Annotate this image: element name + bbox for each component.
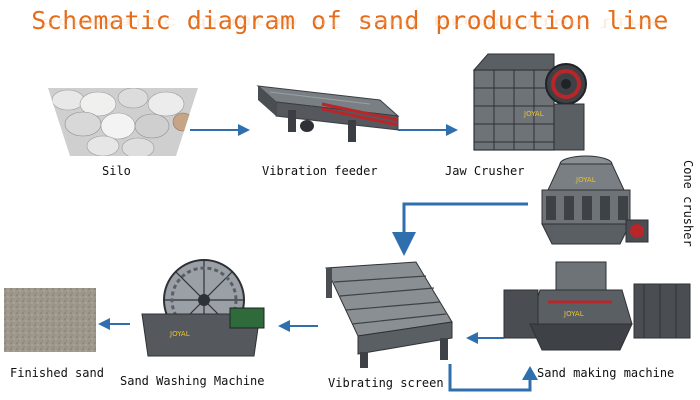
flow-arrow-silo-to-feeder (190, 124, 250, 136)
silo-image (48, 88, 198, 156)
title-reflection: Schematic diagram of sand production lin… (41, 15, 659, 31)
sand-making-brand-logo: JOYAL (563, 310, 584, 318)
vibrating-screen-image (320, 258, 460, 370)
jaw-crusher-image: JOYAL (468, 44, 590, 156)
diagram-title: Schematic diagram of sand production lin… (31, 6, 669, 35)
silo-label: Silo (102, 164, 131, 178)
flow-arrow-screen-to-washer (278, 320, 318, 332)
cone-crusher-image: JOYAL (520, 150, 650, 250)
flow-arrow-cone-to-screen (392, 202, 528, 256)
jaw-crusher-label: Jaw Crusher (445, 164, 525, 178)
flow-arrow-feeder-to-jaw (398, 124, 458, 136)
flow-arrow-sandmaking-to-screen (466, 332, 504, 344)
vibration-feeder-label: Vibration feeder (262, 164, 378, 178)
jaw-crusher-brand-logo: JOYAL (523, 110, 544, 118)
cone-crusher-label: Cone crusher (681, 160, 695, 247)
cone-crusher-brand-logo: JOYAL (575, 176, 596, 184)
finished-sand-image (4, 288, 96, 352)
vibrating-screen-label: Vibrating screen (328, 376, 444, 390)
sand-washing-machine-label: Sand Washing Machine (120, 374, 265, 388)
finished-sand-label: Finished sand (10, 366, 104, 380)
vibration-feeder-image (252, 76, 402, 146)
sand-making-machine-image: JOYAL (500, 254, 696, 358)
sand-washing-machine-image: JOYAL (130, 252, 270, 366)
washer-brand-logo: JOYAL (169, 330, 190, 338)
flow-arrow-washer-to-finished (98, 318, 130, 330)
flow-arrow-screen-return-loop (448, 364, 538, 392)
sand-making-machine-label: Sand making machine (537, 366, 675, 380)
